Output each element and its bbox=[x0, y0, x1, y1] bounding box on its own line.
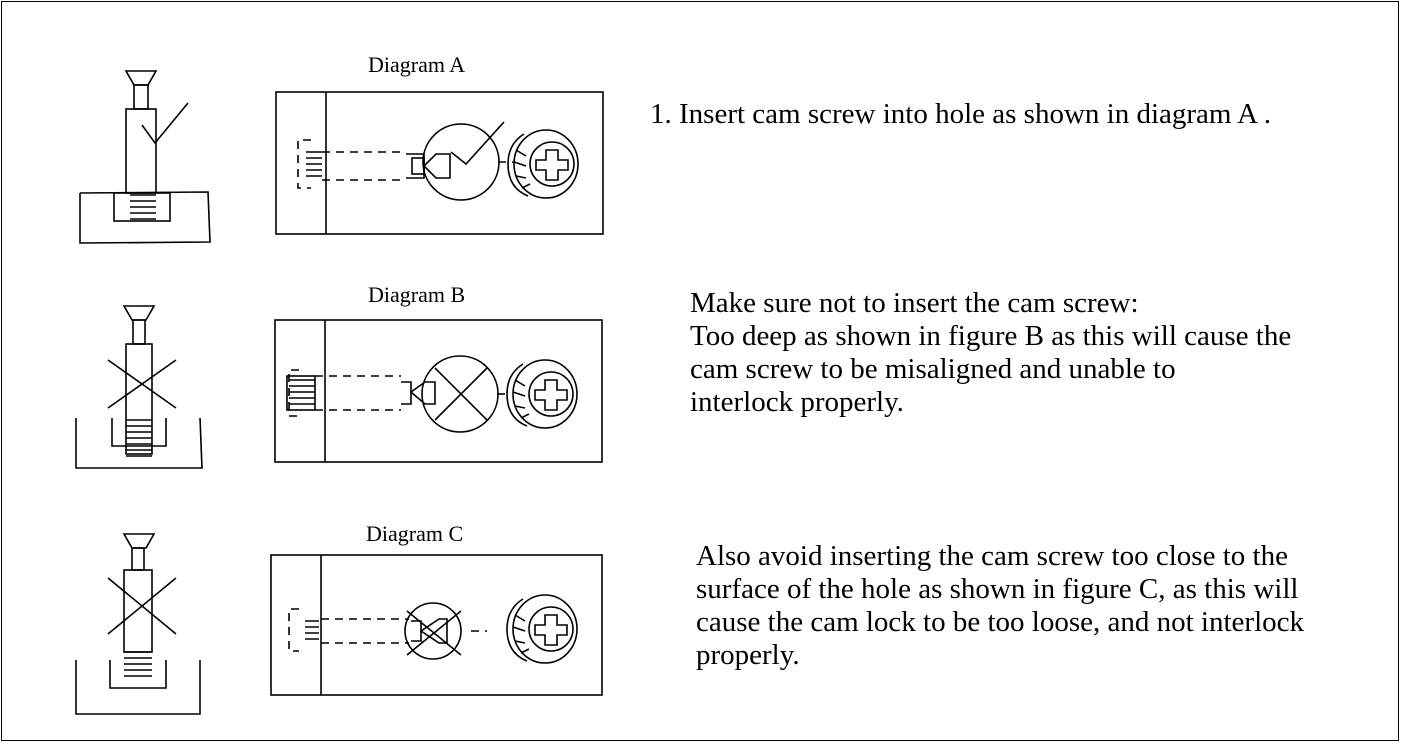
screw-side-view-too-shallow bbox=[75, 533, 201, 715]
diagram-c-panel bbox=[270, 554, 603, 696]
instruction-line: Make sure not to insert the cam screw: bbox=[690, 287, 1139, 319]
instruction-line: properly. bbox=[696, 639, 800, 671]
diagram-b-panel bbox=[274, 319, 603, 463]
instruction-line: surface of the hole as shown in figure C… bbox=[696, 573, 1299, 605]
diagram-c-title: Diagram C bbox=[366, 521, 464, 546]
instruction-line: cam screw to be misaligned and unable to bbox=[690, 353, 1176, 385]
diagram-a-panel bbox=[275, 91, 604, 235]
instruction-line: 1. Insert cam screw into hole as shown i… bbox=[650, 98, 1271, 130]
diagram-a-title: Diagram A bbox=[368, 52, 466, 77]
cam-lock-icon bbox=[507, 129, 579, 199]
screw-side-view-correct bbox=[79, 70, 211, 244]
instruction-line: cause the cam lock to be too loose, and … bbox=[696, 606, 1305, 638]
step-1-text: 1. Insert cam screw into hole as shown i… bbox=[650, 98, 1271, 131]
diagram-b-title: Diagram B bbox=[368, 282, 466, 307]
step-b-text: Make sure not to insert the cam screw: T… bbox=[690, 287, 1291, 419]
cam-lock-icon bbox=[506, 594, 578, 664]
step-c-text: Also avoid inserting the cam screw too c… bbox=[696, 540, 1304, 672]
screw-side-view-too-deep bbox=[75, 305, 203, 469]
instruction-line: Too deep as shown in figure B as this wi… bbox=[690, 320, 1292, 352]
instruction-line: Also avoid inserting the cam screw too c… bbox=[696, 540, 1288, 572]
instruction-line: interlock properly. bbox=[690, 386, 904, 418]
cam-lock-icon bbox=[506, 359, 578, 429]
